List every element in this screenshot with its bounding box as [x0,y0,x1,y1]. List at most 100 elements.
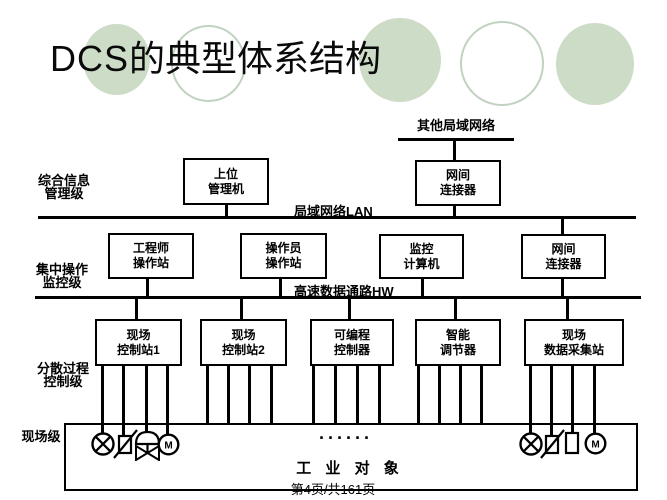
io-line-das-1 [529,361,532,435]
level-label-line1: 分散过程 [36,361,89,376]
other-lan-label: 其他局域网络 [416,118,495,133]
connector-hw-to-fcs2 [240,298,243,320]
io-line-fcs2-1 [206,361,209,423]
industrial-object-label: 工 业 对 象 [296,460,404,477]
level-label-line2: 监控级 [42,275,82,290]
io-line-fcs1-3 [145,361,148,433]
io-line-fcs2-4 [270,361,273,423]
slide-title-cjk: 的典型体系结构 [129,39,382,79]
level-label-info-mgmt: 综合信息 管理级 [28,174,100,200]
io-line-plc-1 [312,361,315,423]
connector-hw-to-smart [454,298,457,320]
node-text-line1: 智能 [445,327,470,342]
ellipsis-dots: ······ [319,428,373,448]
connector-operator-to-hw [279,274,282,297]
connector-othernet-to-gateway [453,140,456,161]
lan-bus-line [38,216,636,219]
node-text-line2: 调节器 [439,342,476,357]
node-field-control-station-1: 现场 控制站1 [95,319,182,366]
io-line-smart-2 [438,361,441,423]
node-text-line2: 管理机 [207,181,244,196]
plain-rect-instrument-icon [564,431,580,455]
motor-m-icon: M [157,433,180,456]
level-label-line2: 管理级 [44,186,84,201]
node-upper-management-computer: 上位 管理机 [183,158,269,205]
io-line-plc-4 [378,361,381,423]
node-text-line1: 可编程 [333,327,370,342]
slide-title: DCS的典型体系结构 [50,30,381,82]
node-text-line1: 上位 [213,166,238,181]
io-line-fcs1-2 [122,361,125,437]
connector-engineer-to-hw [146,274,149,297]
node-text-line2: 计算机 [403,256,440,271]
other-lan-line [398,138,514,141]
io-line-plc-3 [356,361,359,423]
node-field-data-acquisition: 现场 数据采集站 [524,319,624,366]
node-gateway-top: 网间 连接器 [415,160,501,206]
decor-circle-green-3 [556,23,634,105]
page-number: 第4页/共161页 [290,482,376,497]
node-text-line1: 现场 [231,327,256,342]
io-line-das-4 [593,361,596,435]
node-field-control-station-2: 现场 控制站2 [200,319,287,366]
connector-hw-to-fcs1 [135,298,138,320]
io-line-plc-2 [334,361,337,423]
node-text-line1: 监控 [409,241,434,256]
io-line-das-2 [550,361,553,437]
svg-text:M: M [591,440,599,451]
node-gateway-mid: 网间 连接器 [521,234,606,279]
decor-circle-green-1 [83,24,150,95]
node-text-line2: 操作站 [132,256,169,270]
connector-upper-to-lan [225,200,228,217]
io-line-fcs2-2 [227,361,230,423]
node-text-line2: 控制器 [333,342,370,357]
connector-lan-to-gateway-mid [561,218,564,235]
node-text-line2: 连接器 [545,256,582,271]
node-smart-regulator: 智能 调节器 [415,319,501,366]
level-label-line1: 现场级 [21,429,61,444]
level-label-line2: 控制级 [43,374,83,389]
connector-hw-to-plc [348,298,351,320]
node-text-line1: 现场 [561,327,586,342]
valve-circle-x-icon [91,432,115,456]
node-text-line2: 操作站 [265,256,302,270]
damper-slash-rect-icon [113,429,138,459]
svg-text:M: M [164,441,172,452]
node-engineer-station: 工程师 操作站 [108,233,194,279]
decor-circle-white-2 [460,21,544,106]
level-label-field: 现场级 [16,430,66,443]
node-text-line2: 连接器 [439,183,476,197]
level-label-line1: 集中操作 [35,262,88,277]
valve-circle-x-icon [519,432,543,456]
level-label-line1: 综合信息 [37,173,90,188]
motor-m-icon: M [584,432,607,455]
level-label-distributed-ctrl: 分散过程 控制级 [26,362,100,388]
connector-gateway-to-lan [453,201,456,217]
node-text-line1: 现场 [126,327,151,342]
io-line-smart-3 [459,361,462,423]
node-text-line2: 数据采集站 [543,342,604,357]
node-text-line2: 控制站2 [222,342,265,357]
connector-hw-to-das [566,298,569,320]
node-text-line1: 操作员 [265,241,302,255]
connector-monitor-to-hw [421,274,424,297]
damper-slash-rect-icon [540,429,565,459]
io-line-fcs1-4 [166,361,169,435]
io-line-das-3 [571,361,574,435]
node-text-line1: 网间 [551,241,576,256]
node-text-line1: 网间 [445,168,470,182]
slide-title-latin: DCS [50,38,130,79]
node-operator-station: 操作员 操作站 [240,233,327,279]
decor-circle-white-1 [171,25,246,102]
lan-bus-label: 局域网络LAN [294,204,373,219]
hw-bus-line [35,296,641,299]
node-plc: 可编程 控制器 [310,319,394,366]
io-line-fcs1-1 [101,361,104,435]
node-monitor-computer: 监控 计算机 [379,234,464,279]
hw-bus-label: 高速数据通路HW [294,284,394,299]
node-text-line1: 工程师 [132,241,169,255]
decor-circle-green-2 [359,18,441,102]
io-line-smart-1 [417,361,420,423]
industrial-object-box [64,423,638,491]
